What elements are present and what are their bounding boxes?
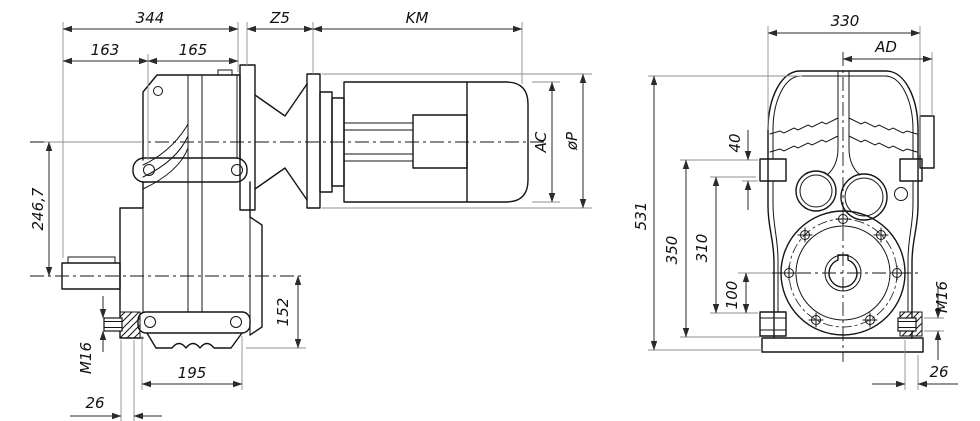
front-view: 330 AD 531 350 310 100 40 M16 26 bbox=[632, 12, 958, 390]
motor-terminal-box bbox=[412, 114, 468, 169]
dim-length-right: 165 bbox=[179, 41, 208, 59]
front-housing bbox=[761, 70, 935, 353]
dim-adapter-length: Z5 bbox=[269, 9, 290, 27]
dim-mount-height-1: 350 bbox=[663, 236, 681, 265]
dim-motor-height: AC bbox=[532, 131, 550, 153]
dim-lug-thickness: 40 bbox=[726, 133, 744, 152]
flange-bolt-holes bbox=[781, 211, 905, 328]
center-rib bbox=[826, 70, 861, 176]
dim-length-left: 163 bbox=[91, 41, 120, 59]
gearbox-housing-upper bbox=[142, 69, 241, 313]
motor-adapter bbox=[239, 64, 321, 211]
base-plate bbox=[761, 337, 924, 353]
upper-mounting-lug bbox=[132, 157, 248, 183]
dim-overall-height: 531 bbox=[632, 202, 650, 231]
dim-overall-length: 344 bbox=[136, 9, 165, 27]
dim-axis-to-lug: 100 bbox=[723, 281, 741, 310]
dim-motor-flange-dia: øP bbox=[563, 131, 581, 151]
side-lugs bbox=[759, 158, 923, 337]
dim-axis-distance: 246,7 bbox=[29, 187, 47, 230]
dim-jack-thread-front: M16 bbox=[933, 281, 951, 313]
dim-jack-thread-side: M16 bbox=[77, 342, 95, 374]
jack-screw-boss-side bbox=[103, 311, 141, 339]
dim-motor-length: KM bbox=[406, 9, 429, 27]
output-bore-keyway bbox=[828, 254, 858, 288]
side-extension-lines bbox=[44, 22, 592, 421]
side-dimensions: 344 Z5 KM 163 165 246,7 AC øP 152 195 M1… bbox=[29, 9, 587, 420]
lower-mounting-lug bbox=[137, 311, 251, 349]
dim-axis-to-side: AD bbox=[874, 38, 897, 56]
side-view: 344 Z5 KM 163 165 246,7 AC øP 152 195 M1… bbox=[29, 9, 592, 421]
dim-jack-offset-side: 26 bbox=[85, 394, 104, 412]
output-shaft bbox=[61, 256, 121, 290]
dim-jack-offset-front: 26 bbox=[929, 363, 948, 381]
front-extension-lines bbox=[648, 26, 944, 390]
electric-motor bbox=[319, 81, 529, 203]
shaft-bosses bbox=[795, 170, 908, 221]
front-dimensions: 330 AD 531 350 310 100 40 M16 26 bbox=[632, 12, 958, 388]
dim-axis-to-bottom: 152 bbox=[274, 298, 292, 327]
dim-overall-width: 330 bbox=[831, 12, 860, 30]
dim-mount-height-2: 310 bbox=[693, 234, 711, 263]
casting-rib-waves bbox=[769, 117, 918, 153]
motor-cooling-fins bbox=[343, 122, 414, 162]
jack-screw-boss-front bbox=[897, 311, 923, 337]
dim-foot-length: 195 bbox=[178, 364, 207, 382]
output-flange bbox=[780, 210, 906, 336]
